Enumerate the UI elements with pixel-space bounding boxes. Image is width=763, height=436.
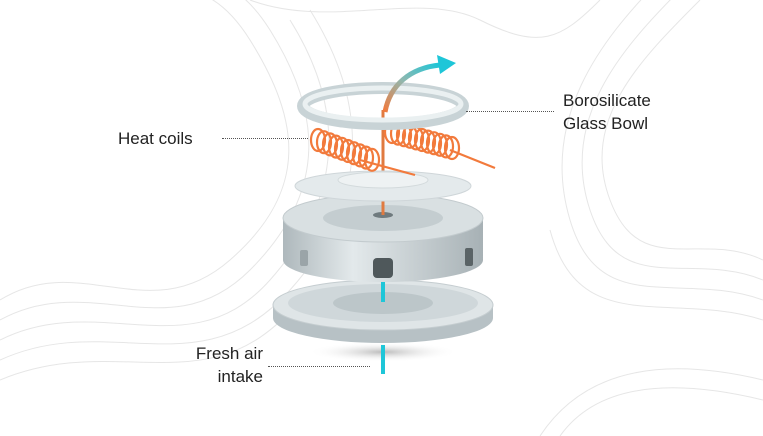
intake-leader-line — [268, 366, 370, 367]
coil-loop — [327, 134, 345, 159]
coils-leader-line — [222, 138, 308, 139]
plate — [294, 170, 472, 202]
label-line: Glass Bowl — [563, 114, 649, 133]
arrowhead-icon — [437, 55, 456, 74]
bowl-leader-line — [466, 111, 554, 112]
label-line: Fresh air — [195, 344, 263, 363]
base-dish — [272, 279, 494, 343]
glass-bowl — [297, 82, 469, 130]
coil-loop — [363, 147, 381, 172]
coil-loop — [431, 132, 449, 157]
label-line: Borosilicate — [563, 91, 651, 110]
label-borosilicate-glass-bowl: Borosilicate Glass Bowl — [563, 89, 651, 135]
coil-loop — [419, 129, 437, 154]
label-fresh-air-intake: Fresh air intake — [196, 342, 263, 388]
coil-loop — [351, 143, 369, 168]
exhaust-arrow — [382, 62, 441, 113]
heat-coils — [309, 119, 496, 177]
label-heat-coils: Heat coils — [118, 127, 193, 150]
coil-loop — [321, 132, 339, 157]
coil-loop — [437, 134, 455, 159]
label-line: intake — [217, 367, 263, 386]
coil-loop — [443, 135, 461, 161]
coil-loop — [425, 131, 443, 156]
coil-loop — [345, 141, 363, 166]
heater-body — [282, 193, 484, 282]
label-line: Heat coils — [118, 129, 193, 148]
coil-loop — [413, 127, 431, 153]
coil-loop — [333, 136, 351, 161]
coil-loop — [309, 127, 327, 153]
coil-loop — [315, 130, 333, 155]
coil-loop — [357, 145, 375, 170]
coil-loop — [339, 138, 357, 164]
